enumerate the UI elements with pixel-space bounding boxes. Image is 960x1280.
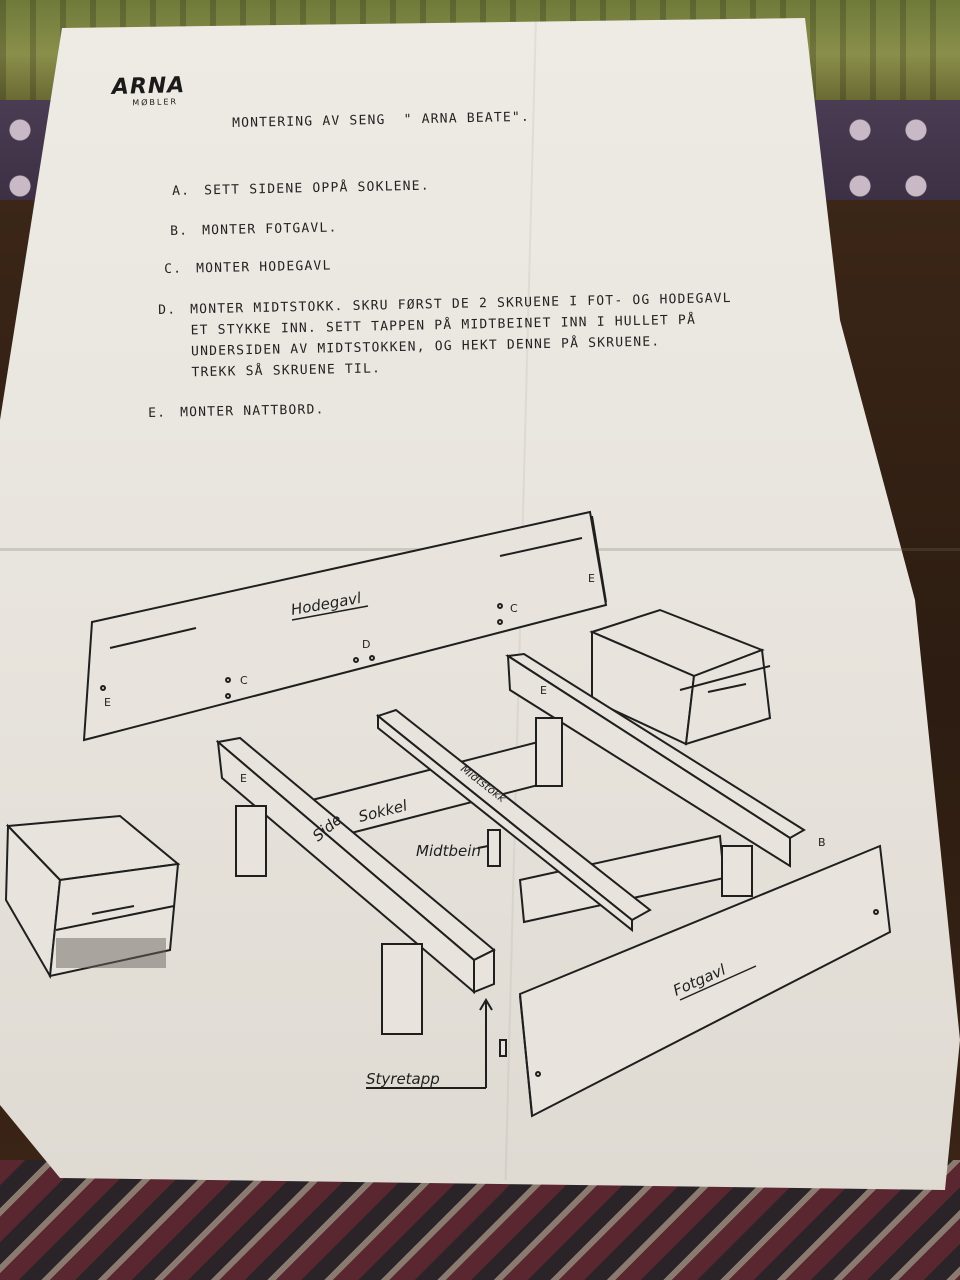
mark-e: E [540, 684, 547, 697]
mark-b: B [818, 836, 826, 849]
headboard-panel: Hodegavl E C D C E [82, 510, 608, 742]
mark-c: C [240, 674, 248, 687]
mark-c: C [510, 602, 518, 615]
center-leg-label: Midtbein [416, 842, 481, 860]
right-side-rail: E B [505, 652, 826, 897]
mark-e: E [588, 572, 595, 585]
right-nightstand [589, 608, 772, 746]
left-side-rail: Side E [215, 736, 496, 1035]
left-nightstand [4, 814, 181, 980]
mark-e: E [104, 696, 111, 709]
footboard-panel: Fotgavl [518, 844, 892, 1118]
center-beam: Midtstokk [375, 708, 652, 933]
guide-pin-label: Styretapp [366, 1070, 440, 1088]
mark-d: D [362, 638, 370, 651]
mark-e: E [240, 772, 247, 785]
guide-pin-callout: Styretapp [366, 998, 507, 1089]
center-leg: Midtbein [416, 829, 501, 867]
